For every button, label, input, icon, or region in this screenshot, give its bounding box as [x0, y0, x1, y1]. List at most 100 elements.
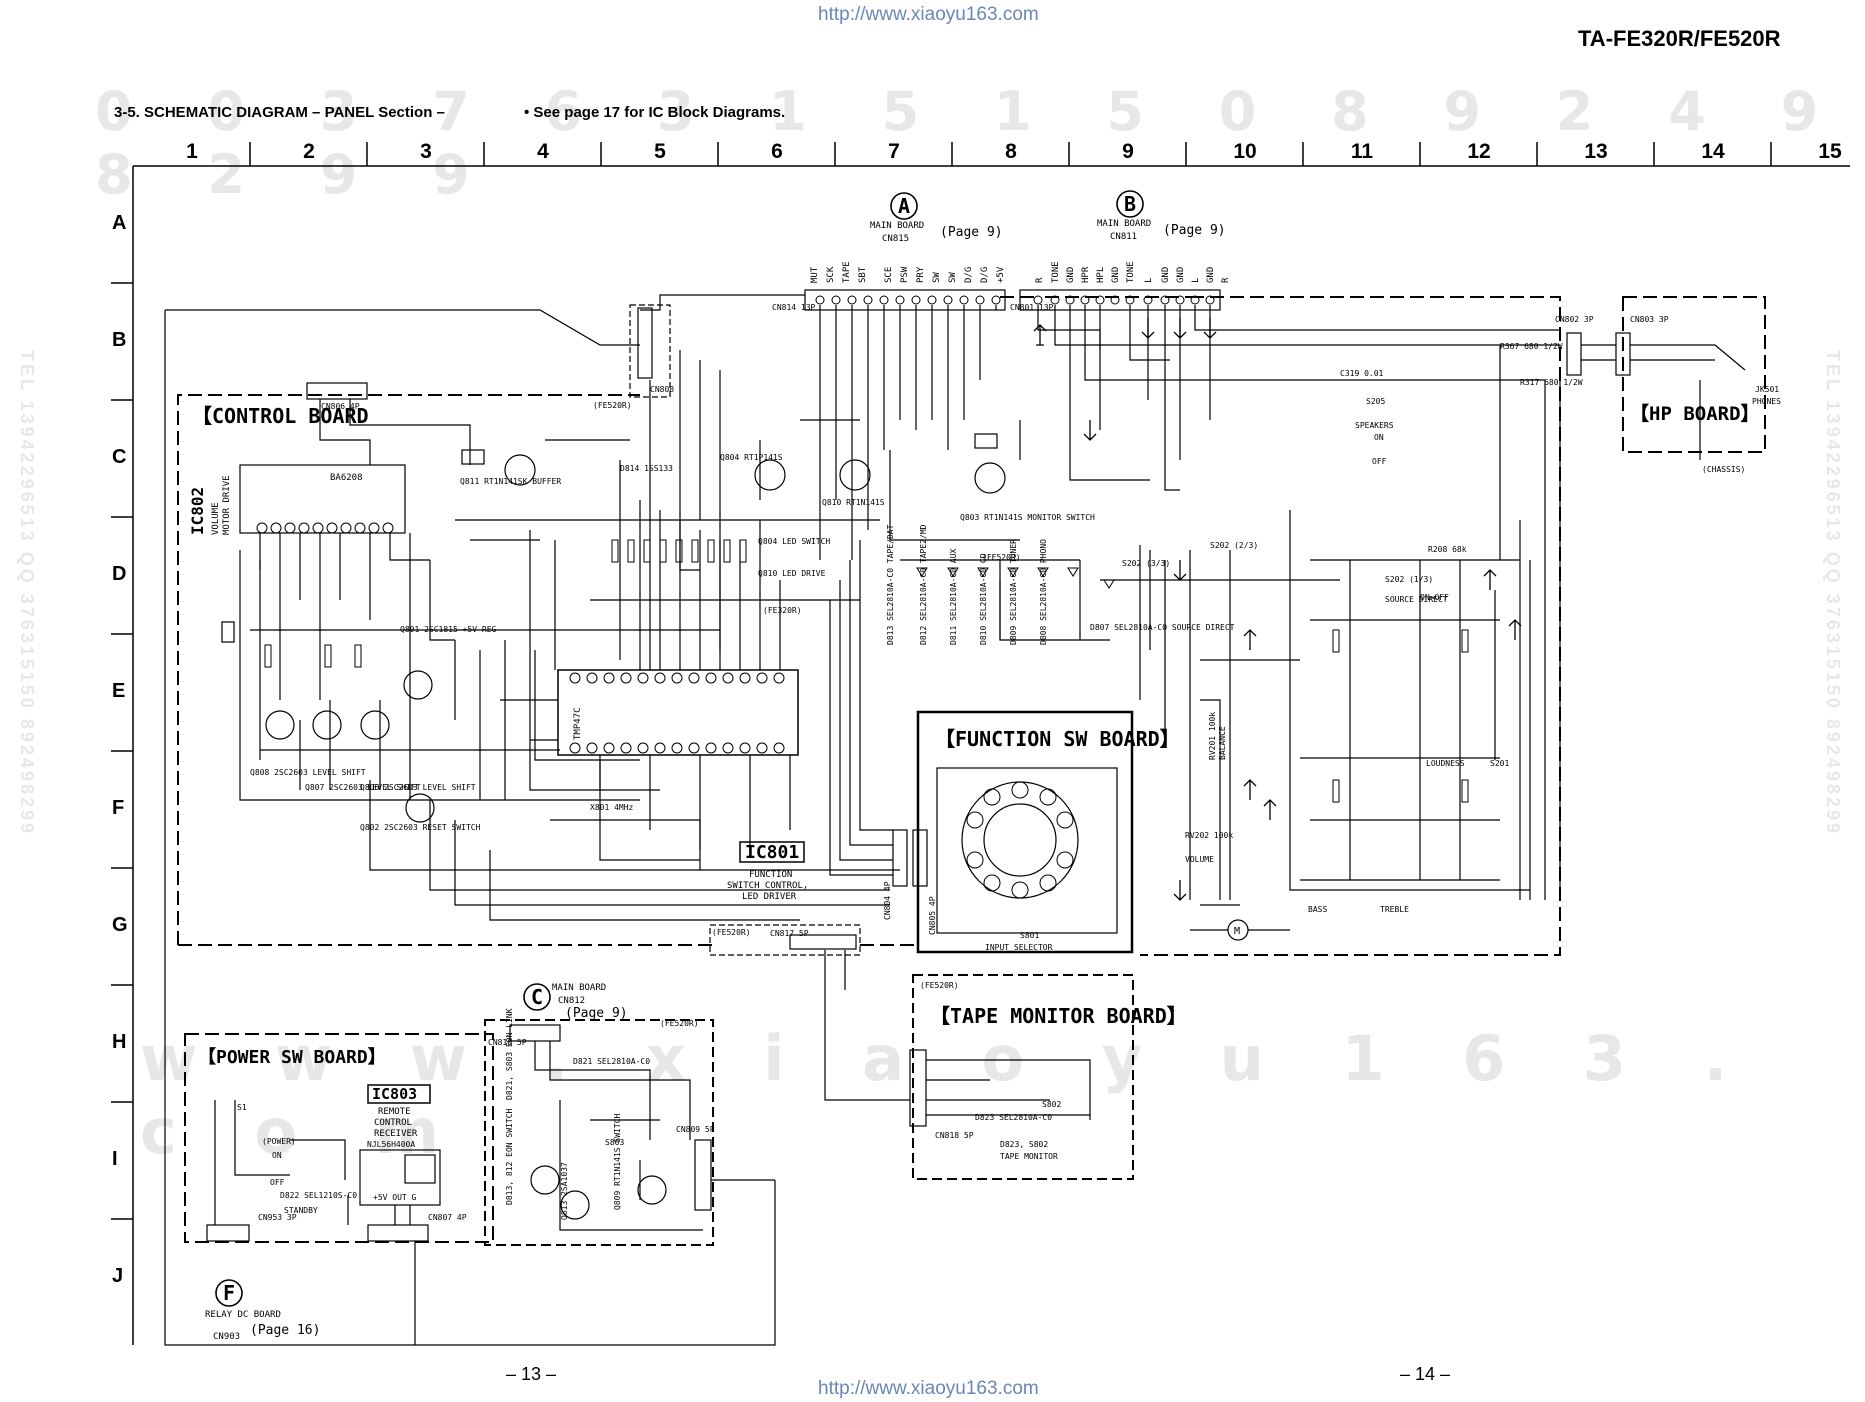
s802-label: S802: [1042, 1100, 1061, 1109]
connector-f-letter: F: [223, 1281, 235, 1305]
cn953-label: CN953 3P: [258, 1213, 297, 1222]
ic802-ref: IC802: [188, 487, 207, 535]
source-direct-onoff: ON↔OFF: [1420, 593, 1449, 602]
power-label: (POWER): [262, 1137, 296, 1146]
q802-label: Q802 2SC2603 RESET SWITCH: [360, 823, 481, 832]
led-d810: D810 SEL2810A-C0 CD: [979, 553, 988, 645]
power-sw-board-title: 【POWER SW BOARD】: [198, 1047, 386, 1068]
row-label: C: [112, 446, 127, 468]
s205-label: S205: [1366, 397, 1385, 406]
page-number-left: – 13 –: [506, 1364, 557, 1384]
phones-label: PHONES: [1752, 397, 1781, 406]
cn809-label: CN809 5P: [676, 1125, 715, 1134]
pin-b-tone2: TONE: [1126, 261, 1136, 283]
pin-b-r2: R: [1221, 277, 1231, 283]
control-board-title: 【CONTROL BOARD: [192, 404, 369, 428]
pin-b-l: L: [1144, 278, 1154, 283]
q808-label: Q808 2SC2603 LEVEL SHIFT: [250, 768, 366, 777]
power-off: OFF: [270, 1178, 285, 1187]
r317-label: R317 680 1/2W: [1520, 378, 1583, 387]
tape-monitor-board-title: 【TAPE MONITOR BOARD】: [930, 1004, 1187, 1028]
section-note: • See page 17 for IC Block Diagrams.: [524, 104, 786, 121]
pin-b-hpr: HPR: [1081, 266, 1091, 283]
q810-led-label: Q810 LED DRIVE: [758, 569, 826, 578]
balance-label: BALANCE: [1218, 726, 1227, 760]
model-number: TA-FE320R/FE520R: [1578, 26, 1781, 51]
r208-label: R208 68k: [1428, 545, 1467, 554]
row-label: I: [112, 1148, 118, 1170]
column-label: 7: [888, 140, 900, 163]
watermark-digits: 0 0 3 7 6 3 1 5 1 5 0 8 9 2 4 9 8 2 9 9: [95, 80, 1847, 206]
s202b-label: S202 (3/3): [1122, 559, 1170, 568]
row-label: G: [112, 914, 128, 936]
speakers-label: SPEAKERS: [1355, 421, 1394, 430]
pin-b-gnd4: GND: [1176, 267, 1186, 283]
connector-f-page: (Page 16): [250, 1323, 320, 1338]
cn818-label: CN818 5P: [935, 1131, 974, 1140]
row-label: F: [112, 797, 125, 819]
connector-c-cn: CN812: [558, 996, 585, 1006]
ic801-desc1: FUNCTION: [749, 870, 792, 880]
pin-b-gnd5: GND: [1206, 267, 1216, 283]
pin-a-sce: SCE: [884, 267, 894, 283]
ic803-desc1: REMOTE: [378, 1107, 411, 1117]
led-d813: D813 SEL2810A-C0 TAPE/DAT: [886, 524, 895, 645]
pin-a-sw: SW: [932, 272, 942, 283]
pin-a-dg2: D/G: [980, 267, 990, 283]
cn803-label: CN803 3P: [1630, 315, 1669, 324]
d823-s802-label: D823, S802: [1000, 1140, 1048, 1149]
column-label: 5: [654, 140, 666, 163]
s1-label: S1: [237, 1103, 247, 1112]
fe520r-label-1: (FE520R): [593, 401, 632, 410]
pin-a-sck: SCK: [826, 266, 836, 283]
led-d812: D812 SEL2810A-C0 TAPE2/MD: [919, 524, 928, 645]
page-number-right: – 14 –: [1400, 1364, 1451, 1384]
column-label: 11: [1350, 140, 1374, 163]
cn802-label: CN802 3P: [1555, 315, 1594, 324]
column-label: 13: [1584, 140, 1608, 163]
bottom-url[interactable]: http://www.xiaoyu163.com: [818, 1378, 1039, 1399]
s803-label: S803: [605, 1138, 624, 1147]
standby-label: STANDBY: [284, 1206, 318, 1215]
plus5v-label: +5V OUT G: [373, 1193, 417, 1202]
connector-a-cn: CN815: [882, 234, 909, 244]
column-label: 4: [537, 140, 549, 163]
bass-label: BASS: [1308, 905, 1327, 914]
ic803-part: NJL56H400A: [367, 1140, 415, 1149]
cn806-label: CN806 4P: [321, 402, 360, 411]
q809-label: Q809 RT1N141S SWITCH: [613, 1113, 622, 1210]
ic802-part: BA6208: [330, 473, 363, 483]
column-label: 12: [1467, 140, 1491, 163]
s202-label: S202 (2/3): [1210, 541, 1258, 550]
connector-f-board: RELAY DC BOARD: [205, 1310, 281, 1320]
connector-b-board: MAIN BOARD: [1097, 219, 1151, 229]
d807-label: D807 SEL2810A-C0 SOURCE DIRECT: [1090, 623, 1235, 632]
fe320r-label: (FE320R): [763, 606, 802, 615]
q807-label: Q807 2SC2603 LEVEL SHIFT: [305, 783, 421, 792]
pin-b-gnd2: GND: [1111, 267, 1121, 283]
row-label: A: [112, 212, 127, 234]
hp-board-title: 【HP BOARD】: [1630, 402, 1760, 425]
top-url[interactable]: http://www.xiaoyu163.com: [818, 4, 1039, 25]
pin-b-gnd: GND: [1066, 267, 1076, 283]
q804-label: Q804 RT1P141S: [720, 453, 783, 462]
q811-label: Q811 RT1N141SK BUFFER: [460, 477, 561, 486]
pin-a-mut: MUT: [810, 266, 820, 283]
ic803-ref: IC803: [372, 1085, 417, 1103]
column-label: 9: [1122, 140, 1134, 163]
d821-label: D821 SEL2810A-C0: [573, 1057, 650, 1066]
cn807-label: CN807 4P: [428, 1213, 467, 1222]
ic802-desc2: MOTOR DRIVE: [222, 475, 232, 535]
connector-c-page: (Page 9): [565, 1006, 628, 1021]
watermark-side-right: TEL 13942296513 QQ 376315150 892498299: [1823, 350, 1843, 836]
connector-b-cn: CN811: [1110, 232, 1137, 242]
pin-a-pry: PRY: [916, 266, 926, 283]
pin-a-dg: D/G: [964, 267, 974, 283]
led-d811: D811 SEL2810A-C0 AUX: [949, 548, 958, 645]
ic801-desc2: SWITCH CONTROL,: [727, 881, 808, 891]
column-label: 15: [1818, 140, 1842, 163]
ic801-part: TMP47C: [573, 707, 583, 740]
connector-a-board: MAIN BOARD: [870, 221, 924, 231]
ic801-desc3: LED DRIVER: [742, 892, 797, 902]
speakers-off: OFF: [1372, 457, 1387, 466]
